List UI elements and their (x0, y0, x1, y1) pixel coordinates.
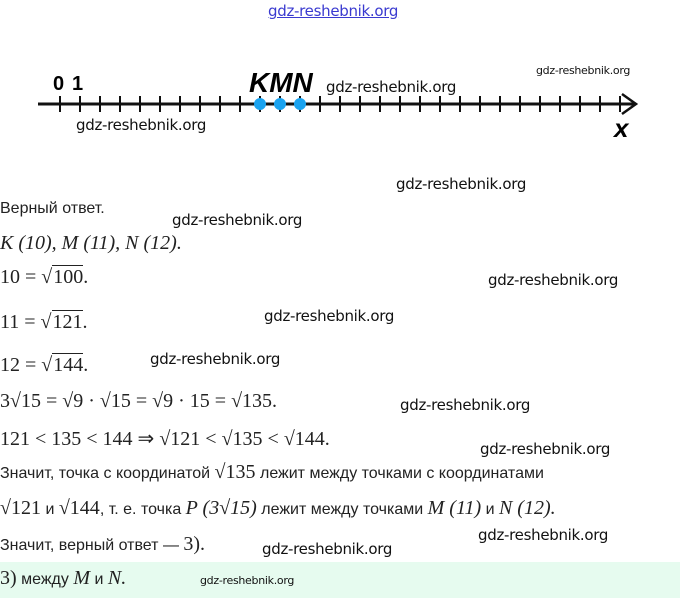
watermark: gdz-reshebnik.org (400, 396, 531, 414)
text-line: Значит, точка с координатой √135 лежит м… (0, 461, 544, 484)
watermark: gdz-reshebnik.org (262, 540, 393, 558)
text: , т. е. точка (99, 501, 182, 518)
axis-label: x (612, 113, 630, 143)
math: 10 = √ (0, 266, 53, 288)
text: и (45, 501, 55, 518)
point-dot (294, 98, 306, 110)
watermark: gdz-reshebnik.org (172, 211, 303, 229)
answer-text: 3) между M и N. (0, 567, 126, 590)
text-line: √121 и √144, т. е. точка P (3√15) лежит … (0, 497, 556, 520)
label-0: 0 (53, 73, 64, 95)
math-line: 12 = √144. (0, 353, 89, 376)
watermark: gdz-reshebnik.org (76, 116, 207, 134)
math: √135 (214, 461, 256, 483)
text-line: Значит, верный ответ — 3). (0, 533, 205, 556)
math: N. (107, 567, 127, 589)
text: и (94, 571, 104, 588)
math-line: K (10), M (11), N (12). (0, 232, 182, 254)
math: 12 = √ (0, 354, 53, 376)
label-1: 1 (72, 73, 83, 95)
text: лежит между точками (261, 501, 424, 518)
math: 121 (51, 310, 83, 333)
text: Значит, точка с координатой (0, 465, 211, 482)
math-line: 3√15 = √9 · √15 = √9 · 15 = √135. (0, 390, 278, 412)
point-dot (274, 98, 286, 110)
math: 100 (52, 265, 84, 288)
math: 144 (52, 353, 84, 376)
watermark: gdz-reshebnik.org (480, 440, 611, 458)
watermark: gdz-reshebnik.org (536, 64, 631, 77)
watermark: gdz-reshebnik.org (264, 307, 395, 325)
text: между (21, 571, 69, 588)
watermark: gdz-reshebnik.org (326, 78, 457, 96)
watermark: gdz-reshebnik.org (150, 350, 281, 368)
watermark: gdz-reshebnik.org (488, 271, 619, 289)
math: √144 (58, 497, 100, 519)
math-line: 11 = √121. (0, 310, 88, 333)
text-line: Верный ответ. (0, 200, 105, 217)
math: M (11) (427, 497, 482, 519)
math: N (12). (498, 497, 556, 519)
text: и (485, 501, 495, 518)
math: M (73, 567, 91, 589)
math-line: 121 < 135 < 144 ⇒ √121 < √135 < √144. (0, 428, 330, 450)
text: лежит между точками с координатами (259, 465, 544, 482)
point-dot (254, 98, 266, 110)
math: P (3√15) (185, 497, 257, 519)
watermark: gdz-reshebnik.org (478, 526, 609, 544)
math: 11 = √ (0, 311, 52, 333)
watermark: gdz-reshebnik.org (200, 574, 295, 587)
points-label: KMN (249, 67, 314, 98)
watermark: gdz-reshebnik.org (396, 175, 527, 193)
number-line: 0 1 KMN x (38, 67, 639, 143)
text: Значит, верный ответ — (0, 537, 179, 554)
axis-arrow (621, 92, 639, 116)
math: √121 (0, 497, 41, 519)
math: 3). (183, 533, 206, 555)
answer-box: 3) между M и N. (0, 562, 680, 598)
answer-number: 3) (0, 567, 17, 589)
watermark-top[interactable]: gdz-reshebnik.org (268, 2, 399, 20)
math-line: 10 = √100. (0, 265, 89, 288)
